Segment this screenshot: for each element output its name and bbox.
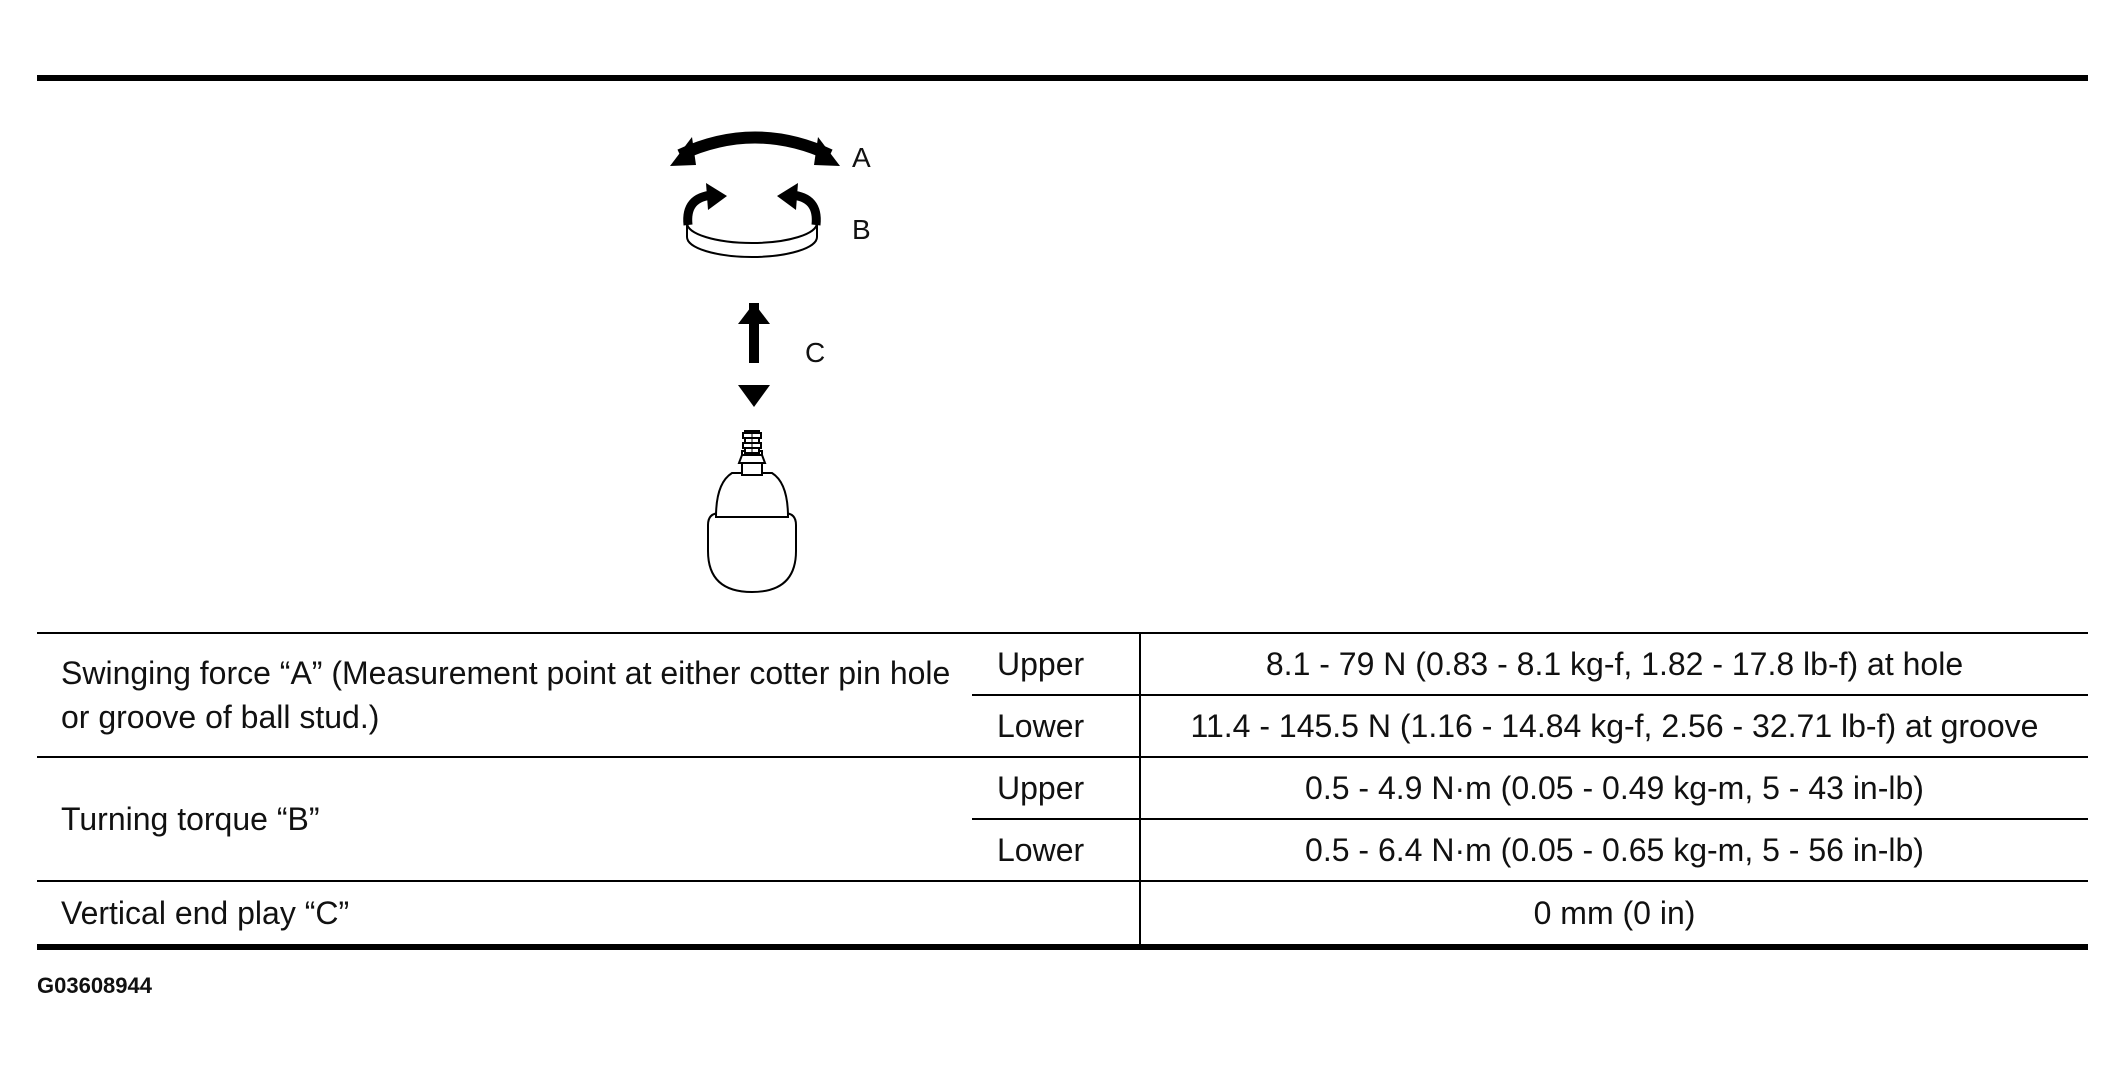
top-rule (37, 75, 2088, 81)
label-b: B (852, 214, 871, 245)
ball-joint-diagram: A B C (670, 131, 871, 594)
value-torque-upper: 0.5 - 4.9 N·m (0.05 - 0.49 kg-m, 5 - 43 … (1139, 757, 2088, 820)
ball-joint-icon (707, 430, 797, 594)
value-end-play: 0 mm (0 in) (1139, 881, 2088, 950)
position-upper: Upper (972, 757, 1140, 820)
position-lower: Lower (972, 819, 1140, 882)
value-swinging-lower: 11.4 - 145.5 N (1.16 - 14.84 kg-f, 2.56 … (1139, 695, 2088, 758)
param-swinging-force: Swinging force “A” (Measurement point at… (37, 632, 972, 758)
value-swinging-upper: 8.1 - 79 N (0.83 - 8.1 kg-f, 1.82 - 17.8… (1139, 632, 2088, 696)
position-lower: Lower (972, 695, 1140, 758)
rotation-arrow-icon (683, 183, 821, 258)
specification-table: Swinging force “A” (Measurement point at… (37, 632, 2088, 950)
param-turning-torque: Turning torque “B” (37, 757, 972, 882)
position-upper: Upper (972, 632, 1140, 696)
vertical-arrow-icon (738, 303, 770, 407)
param-vertical-end-play: Vertical end play “C” (37, 881, 1140, 950)
figure-code: G03608944 (37, 973, 152, 998)
label-c: C (805, 337, 825, 368)
swing-arrow-icon (670, 131, 840, 166)
label-a: A (852, 142, 871, 173)
value-torque-lower: 0.5 - 6.4 N·m (0.05 - 0.65 kg-m, 5 - 56 … (1139, 819, 2088, 882)
